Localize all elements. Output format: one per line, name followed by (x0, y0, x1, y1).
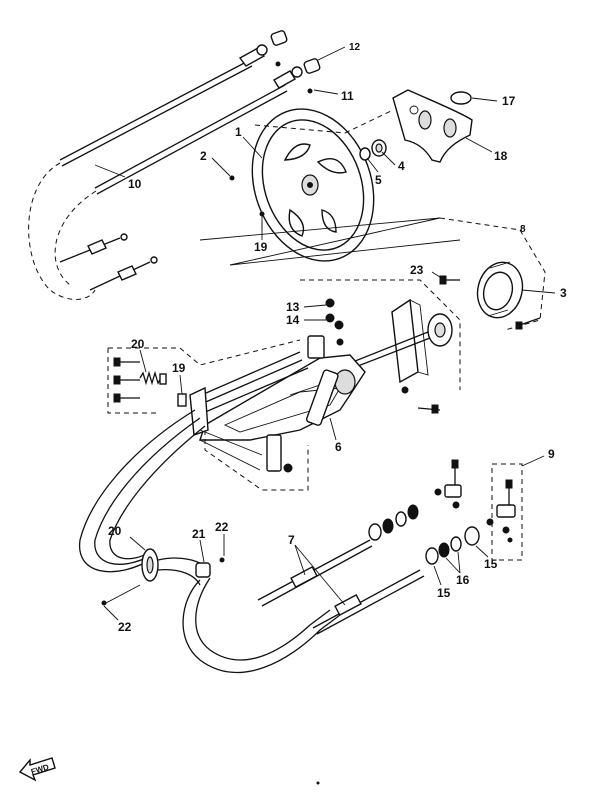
callout-19a: 19 (254, 240, 268, 254)
forward-arrow-icon: FWD (18, 757, 56, 782)
callout-15a: 15 (484, 557, 498, 571)
callout-17: 17 (502, 94, 516, 108)
callout-8: 8 (520, 224, 526, 235)
throttle-cables (28, 30, 321, 300)
callout-9: 9 (548, 447, 555, 461)
helm-unit (199, 298, 453, 473)
callout-12: 12 (349, 42, 361, 53)
wheel-center-cover (254, 89, 473, 163)
callout-14: 14 (286, 313, 300, 327)
callout-labels: 1 2 3 4 5 6 7 8 9 10 11 12 13 14 15 15 1… (108, 42, 567, 634)
callout-22b: 22 (118, 620, 132, 634)
callout-20a: 20 (131, 337, 145, 351)
leader-lines (94, 46, 556, 621)
callout-15b: 15 (437, 586, 451, 600)
helm-bezel (439, 261, 541, 330)
steering-cables (79, 409, 480, 674)
callout-3: 3 (560, 286, 567, 300)
callout-4: 4 (398, 159, 405, 173)
callout-23: 23 (410, 263, 424, 277)
callout-11: 11 (341, 89, 354, 103)
connector-kit (486, 463, 523, 561)
callout-10: 10 (128, 177, 142, 191)
mounting-kit (107, 339, 309, 491)
callout-7: 7 (288, 533, 295, 547)
callout-2: 2 (200, 149, 207, 163)
callout-6: 6 (335, 440, 342, 454)
callout-20b: 20 (108, 524, 122, 538)
callout-1: 1 (235, 125, 242, 139)
callout-16: 16 (456, 573, 470, 587)
steering-wheel (229, 108, 375, 262)
callout-19b: 19 (172, 361, 186, 375)
callout-5: 5 (375, 173, 382, 187)
callout-21: 21 (192, 527, 206, 541)
callout-22a: 22 (215, 520, 229, 534)
callout-13: 13 (286, 300, 300, 314)
steering-assembly-outline (199, 217, 546, 390)
callout-18: 18 (494, 149, 508, 163)
